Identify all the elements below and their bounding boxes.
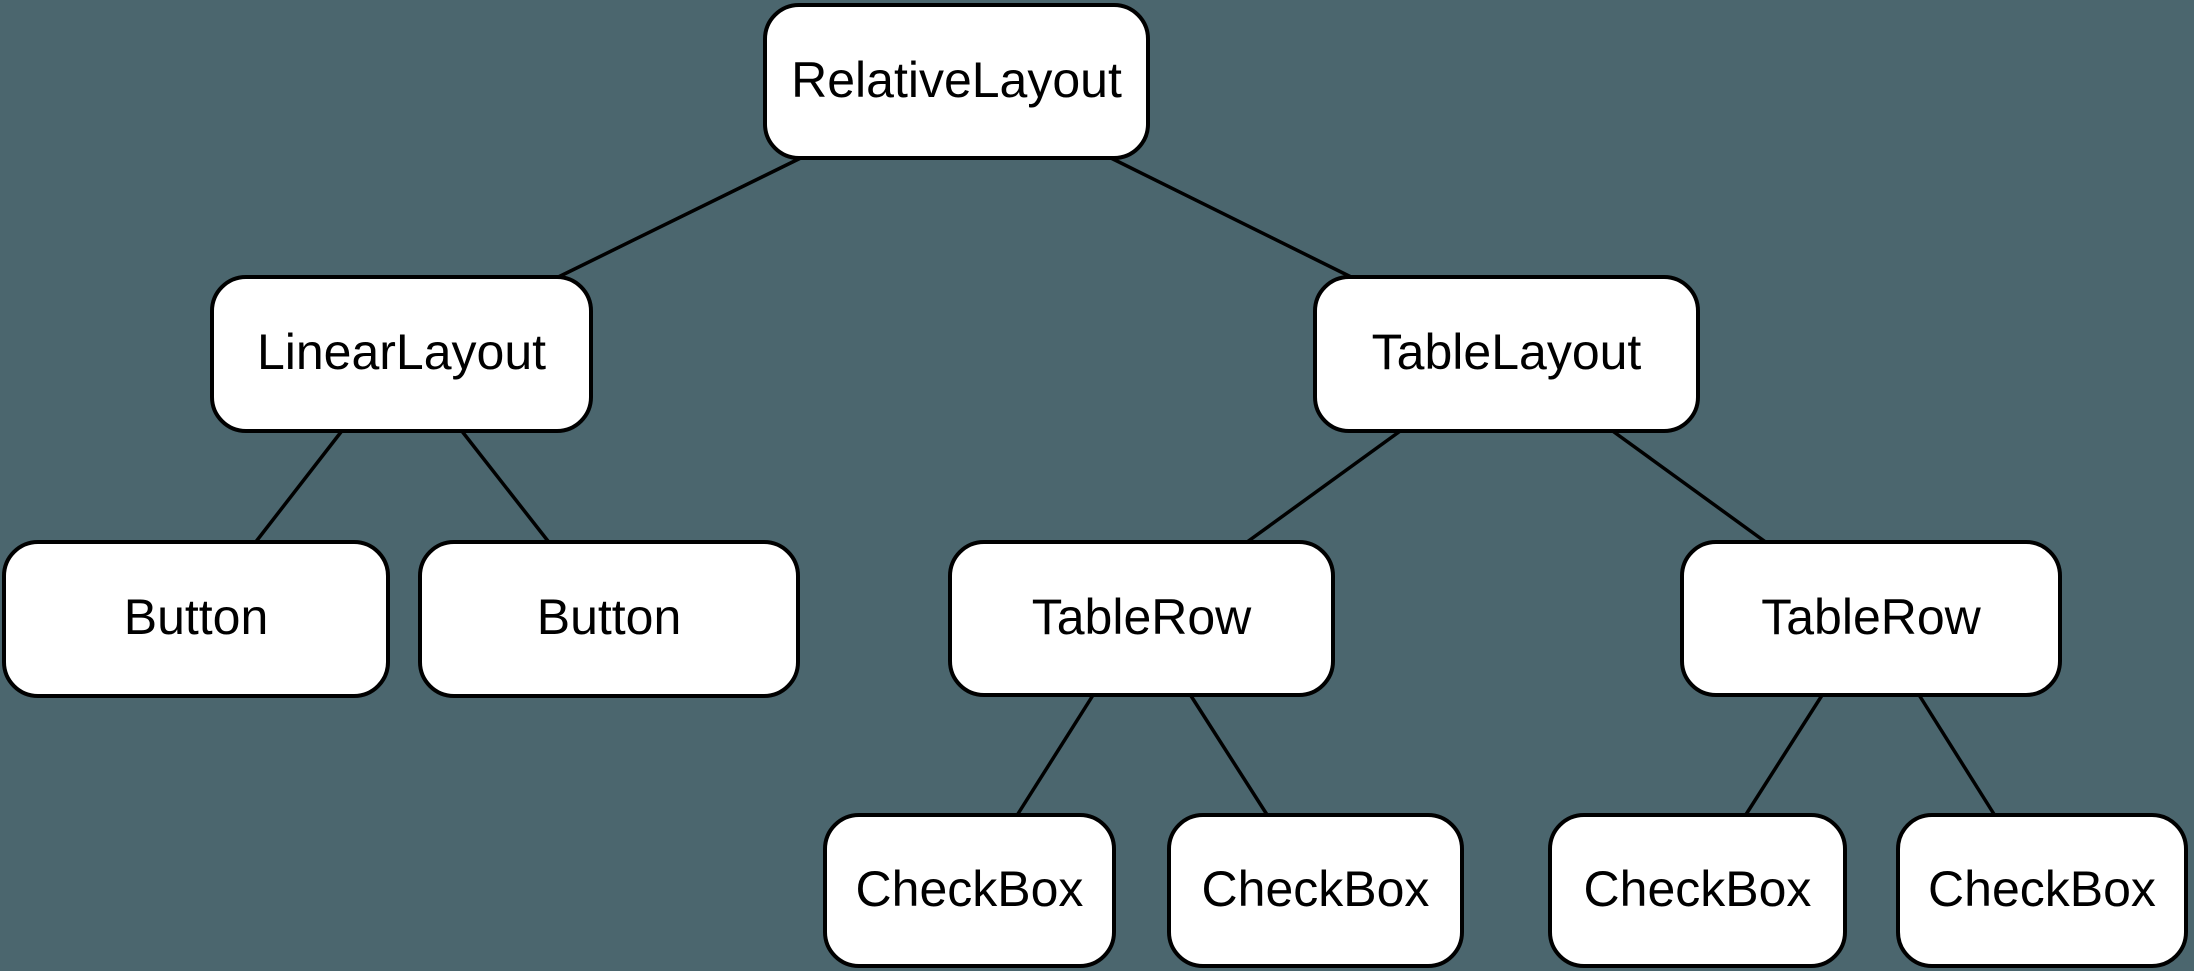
tree-edge [1188,694,1269,816]
tree-node-tablerow-2: TableRow [1680,540,2062,697]
tree-node-linearlayout: LinearLayout [210,275,593,433]
node-label: CheckBox [1201,860,1430,917]
tree-node-button-2: Button [418,540,800,698]
node-label: CheckBox [1583,860,1812,917]
tree-edge [460,429,551,544]
node-label: TableRow [1031,588,1252,645]
tree-edge [1246,429,1402,544]
node-label: CheckBox [1928,860,2156,917]
tree-edge [1611,429,1767,544]
tree-edge [1917,694,1997,816]
tree-node-checkbox-3: CheckBox [1548,813,1847,968]
tree-node-checkbox-1: CheckBox [823,813,1116,968]
node-label: Button [536,589,682,645]
node-label: Button [123,589,269,645]
tree-edge [254,429,344,544]
tree-edge [557,156,802,279]
tree-node-button-1: Button [2,540,390,698]
tree-node-tablerow-1: TableRow [948,540,1335,697]
node-label: RelativeLayout [791,51,1122,108]
tree-node-tablelayout: TableLayout [1313,275,1700,433]
node-label: TableLayout [1371,324,1642,380]
tree-node-checkbox-4: CheckBox [1896,813,2188,968]
tree-edge [1015,694,1095,816]
tree-node-checkbox-2: CheckBox [1167,813,1464,968]
tree-node-relativelayout: RelativeLayout [763,3,1150,160]
node-label: LinearLayout [256,324,547,380]
tree-edge [1110,156,1352,279]
tree-edge [1744,694,1824,816]
node-label: CheckBox [855,860,1084,917]
node-label: TableRow [1761,588,1981,645]
